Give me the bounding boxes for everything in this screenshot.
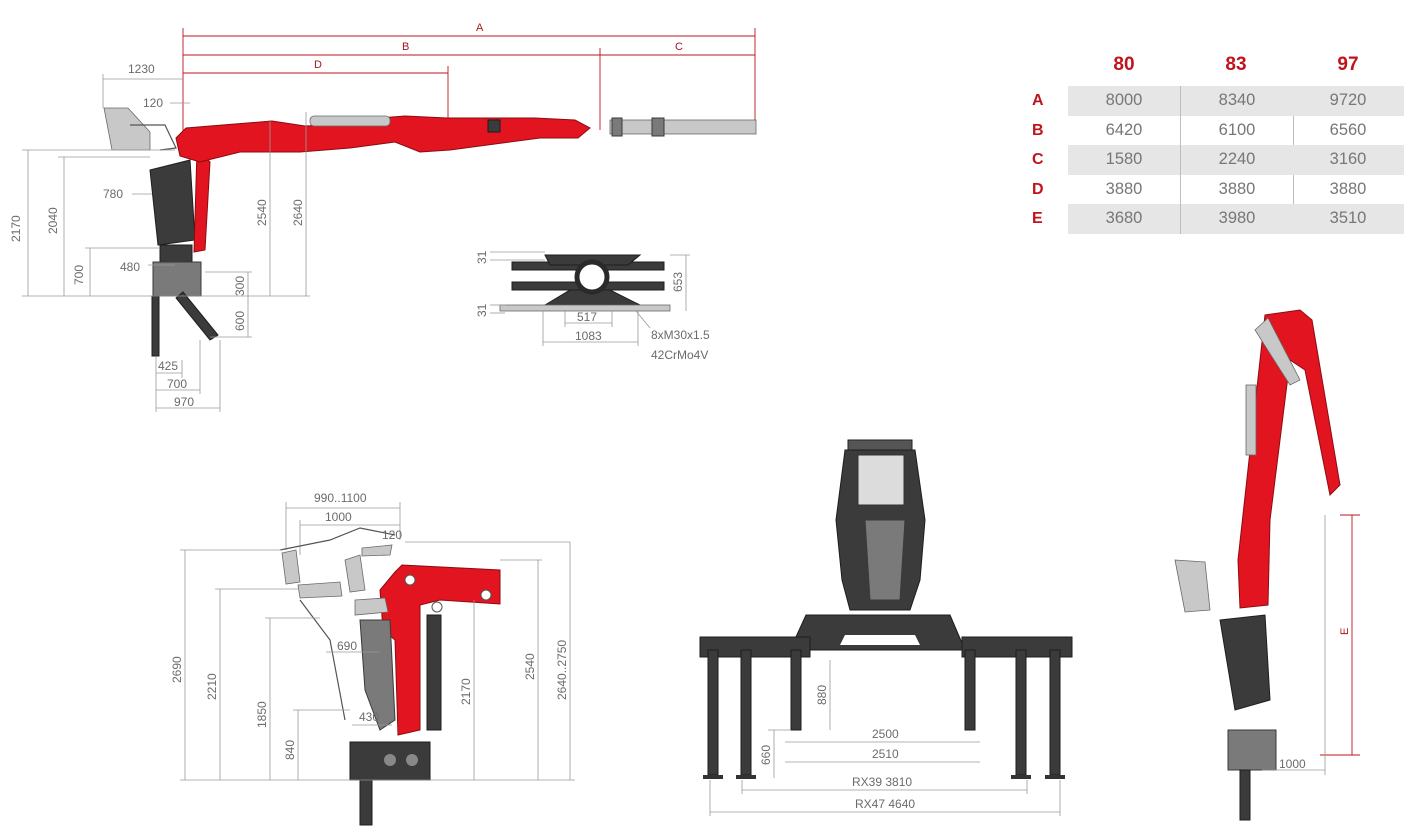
- table-cell: 6560: [1329, 120, 1367, 139]
- telescopic-extension: [609, 119, 757, 135]
- dim-2500: 2500: [872, 727, 899, 741]
- row-label: D: [1032, 180, 1044, 198]
- dim-2510: 2510: [872, 747, 899, 761]
- seat-back-2: [344, 554, 366, 593]
- dimension-table: 80 83 97 A 8000 8340 9720 B 6420 6100 65…: [1032, 54, 1404, 234]
- dim-990-1100: 990..1100: [314, 491, 367, 505]
- row-label: A: [1032, 92, 1044, 109]
- seat-back-1: [281, 549, 301, 585]
- table-row: E 3680 3980 3510: [1032, 204, 1404, 234]
- slew-ring: [574, 259, 610, 295]
- base-block: [152, 261, 202, 297]
- dim-1850: 1850: [255, 701, 269, 728]
- dim-780: 780: [103, 187, 123, 201]
- dim-31b: 31: [475, 303, 489, 317]
- bolt-spec: 8xM30x1.5: [651, 328, 710, 342]
- dim-rx39: RX39 3810: [852, 775, 912, 789]
- dim-2170: 2170: [459, 678, 473, 705]
- label-A: A: [476, 22, 484, 34]
- dim-660: 660: [759, 745, 773, 765]
- table-cell: 3510: [1292, 204, 1404, 234]
- dim-2040: 2040: [46, 207, 60, 234]
- side-view: 990..1100 1000 120 2690 2210: [170, 491, 575, 826]
- dim-1000: 1000: [1279, 757, 1306, 771]
- table-cell: 3880: [1329, 179, 1367, 198]
- seat-1: [297, 581, 343, 599]
- dim-2170: 2170: [9, 215, 23, 242]
- dim-690: 690: [337, 639, 357, 653]
- top-view: A B C D 1230 120: [9, 22, 757, 412]
- table-header: 80 83 97: [1032, 54, 1380, 86]
- dim-425: 425: [158, 359, 178, 373]
- table-cell: 1580: [1068, 145, 1180, 175]
- dim-31a: 31: [475, 250, 489, 264]
- table-cell: 6420: [1105, 120, 1143, 139]
- table-cell: 3160: [1292, 145, 1404, 175]
- table-row: B 6420 6100 6560: [1032, 115, 1380, 145]
- raised-column: [1219, 614, 1271, 711]
- column-red: [379, 564, 501, 736]
- dim-2210: 2210: [205, 673, 219, 700]
- dim-840: 840: [283, 740, 297, 760]
- row-label: C: [1032, 151, 1044, 168]
- dim-600: 600: [233, 311, 247, 331]
- raised-seat: [1174, 559, 1211, 613]
- outrigger-leg: [175, 291, 219, 341]
- dim-rx47: RX47 4640: [855, 797, 915, 811]
- header-83: 83: [1225, 54, 1247, 75]
- dim-1083: 1083: [575, 329, 602, 343]
- table-cell: 6100: [1180, 115, 1294, 145]
- label-C: C: [675, 41, 683, 53]
- boom-cylinder: [309, 115, 391, 127]
- dim-120: 120: [143, 96, 163, 110]
- raised-cylinder: [1245, 384, 1257, 456]
- dim-700b: 700: [167, 377, 187, 391]
- dim-653: 653: [671, 272, 685, 292]
- table-cell: 2240: [1180, 145, 1294, 175]
- material-spec: 42CrMo4V: [651, 348, 708, 362]
- dim-430: 430: [359, 710, 379, 724]
- dim-2640: 2640: [291, 199, 305, 226]
- dim-880: 880: [815, 685, 829, 705]
- dim-480: 480: [120, 260, 140, 274]
- table-cell: 3880: [1105, 179, 1143, 198]
- dim-2540: 2540: [255, 199, 269, 226]
- dim-700: 700: [72, 265, 86, 285]
- label-E: E: [1339, 628, 1351, 635]
- dim-970: 970: [174, 395, 194, 409]
- raised-base: [1227, 729, 1277, 771]
- dim-1000: 1000: [325, 510, 352, 524]
- header-97: 97: [1337, 54, 1359, 75]
- label-D: D: [314, 59, 322, 71]
- dim-1230: 1230: [128, 62, 155, 76]
- raised-view: E 1000: [1174, 309, 1360, 821]
- table-cell: 9720: [1292, 86, 1404, 116]
- raised-boom: [1237, 309, 1341, 609]
- base-plate: [499, 304, 671, 312]
- table-row: C 1580 2240 3160: [1032, 145, 1404, 175]
- dim-517: 517: [577, 310, 597, 324]
- slew-cylinder: [426, 614, 442, 731]
- front-view: 880 660 2500 2510 RX39 3810 RX47 4640: [699, 439, 1073, 816]
- table-row: A 8000 8340 9720: [1032, 86, 1404, 116]
- table-cell: 8000: [1068, 86, 1180, 116]
- seat-shape: [103, 107, 151, 151]
- dim-2540: 2540: [523, 653, 537, 680]
- dim-2690: 2690: [170, 656, 184, 683]
- header-80: 80: [1113, 54, 1135, 75]
- dim-2640-2750: 2640..2750: [555, 640, 569, 700]
- row-label: B: [1032, 121, 1044, 139]
- table-cell: 3680: [1068, 204, 1180, 234]
- label-B: B: [402, 41, 409, 53]
- column-body: [149, 159, 196, 246]
- table-cell: 8340: [1180, 86, 1294, 116]
- base-detail: 31 31 653 517 1083 8xM30x1.5 42CrMo4V: [475, 250, 710, 362]
- table-cell: 3980: [1180, 204, 1294, 234]
- row-label: E: [1032, 210, 1043, 227]
- outrigger-legs: [703, 649, 1065, 779]
- dim-300: 300: [233, 276, 247, 296]
- table-cell: 3880: [1180, 174, 1294, 204]
- table-row: D 3880 3880 3880: [1032, 174, 1380, 204]
